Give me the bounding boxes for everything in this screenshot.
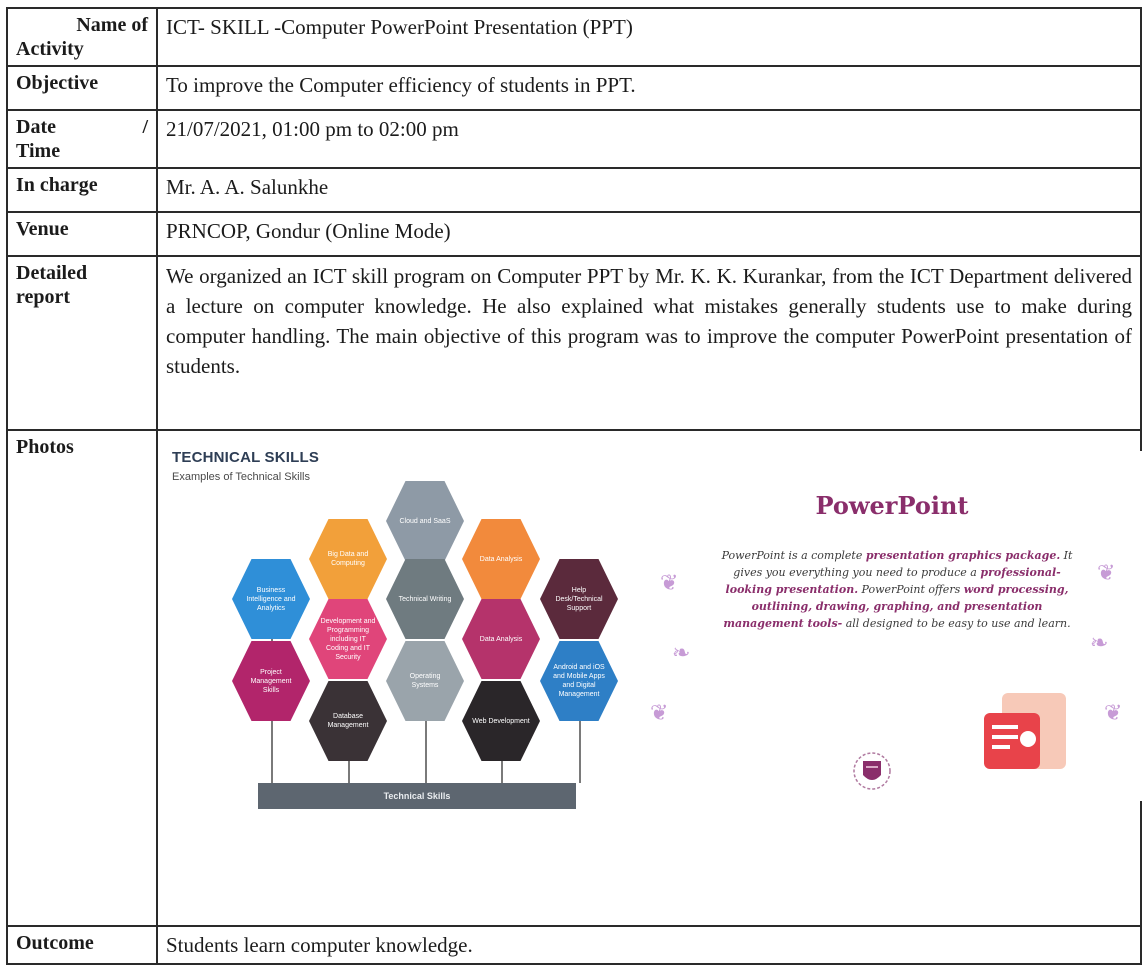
row-report: Detailed report We organized an ICT skil…	[6, 255, 1142, 431]
skill-hex: Help Desk/Technical Support	[540, 559, 618, 639]
technical-skills-base: Technical Skills	[258, 783, 576, 809]
college-emblem-icon	[853, 752, 891, 790]
label-venue: Venue	[6, 211, 158, 257]
skill-hex: Android and iOS and Mobile Apps and Digi…	[540, 641, 618, 721]
leaf-decoration-icon: ❧	[672, 641, 691, 666]
slide-title: TECHNICAL SKILLS	[172, 449, 320, 466]
support-stick	[348, 751, 350, 783]
label-outcome: Outcome	[6, 925, 158, 965]
skill-hex: Data Analysis	[462, 519, 540, 599]
skill-hex: Big Data and Computing	[309, 519, 387, 599]
row-objective: Objective To improve the Computer effici…	[6, 65, 1142, 111]
leaf-decoration-icon: ❦	[1097, 561, 1116, 586]
powerpoint-slide: ❦ ❧ ❦ ❦ ❧ ❦ PowerPoint PowerPoint is a c…	[642, 451, 1142, 801]
value-outcome: Students learn computer knowledge.	[156, 925, 1142, 965]
skill-hex: Project Management Skills	[232, 641, 310, 721]
value-report: We organized an ICT skill program on Com…	[156, 255, 1142, 431]
row-venue: Venue PRNCOP, Gondur (Online Mode)	[6, 211, 1142, 257]
value-objective: To improve the Computer efficiency of st…	[156, 65, 1142, 111]
powerpoint-description: PowerPoint is a complete presentation gr…	[721, 549, 1073, 630]
powerpoint-app-icon	[984, 693, 1066, 769]
label-photos: Photos	[6, 429, 158, 927]
label-activity: Name of Activity	[6, 7, 158, 67]
leaf-decoration-icon: ❦	[660, 571, 679, 596]
label-objective: Objective	[6, 65, 158, 111]
powerpoint-title: PowerPoint	[815, 491, 969, 520]
row-activity: Name of Activity ICT- SKILL -Computer Po…	[6, 7, 1142, 67]
support-stick	[579, 711, 581, 783]
label-incharge: In charge	[6, 167, 158, 213]
row-datetime: Date / Time 21/07/2021, 01:00 pm to 02:0…	[6, 109, 1142, 169]
skill-hex: Operating Systems	[386, 641, 464, 721]
value-activity: ICT- SKILL -Computer PowerPoint Presenta…	[156, 7, 1142, 67]
value-venue: PRNCOP, Gondur (Online Mode)	[156, 211, 1142, 257]
leaf-decoration-icon: ❦	[650, 701, 669, 726]
row-outcome: Outcome Students learn computer knowledg…	[6, 925, 1142, 965]
label-report: Detailed report	[6, 255, 158, 431]
slide-subtitle: Examples of Technical Skills	[172, 471, 310, 483]
label-datetime: Date / Time	[6, 109, 158, 169]
skill-hex: Development and Programming including IT…	[309, 599, 387, 679]
skill-hex: Web Development	[462, 681, 540, 761]
skill-hex: Data Analysis	[462, 599, 540, 679]
photos-cell: TECHNICAL SKILLS Examples of Technical S…	[156, 429, 1142, 927]
row-photos: Photos TECHNICAL SKILLS Examples of Tech…	[6, 429, 1142, 927]
leaf-decoration-icon: ❧	[1090, 631, 1109, 656]
support-stick	[425, 716, 427, 783]
activity-report-table: Name of Activity ICT- SKILL -Computer Po…	[6, 7, 1142, 965]
technical-skills-slide: TECHNICAL SKILLS Examples of Technical S…	[162, 441, 618, 821]
row-incharge: In charge Mr. A. A. Salunkhe	[6, 167, 1142, 213]
skill-hex: Technical Writing	[386, 559, 464, 639]
skill-hex: Cloud and SaaS	[386, 481, 464, 561]
leaf-decoration-icon: ❦	[1104, 701, 1123, 726]
support-stick	[501, 751, 503, 783]
value-datetime: 21/07/2021, 01:00 pm to 02:00 pm	[156, 109, 1142, 169]
skill-hex: Business Intelligence and Analytics	[232, 559, 310, 639]
value-incharge: Mr. A. A. Salunkhe	[156, 167, 1142, 213]
skill-hex: Database Management	[309, 681, 387, 761]
